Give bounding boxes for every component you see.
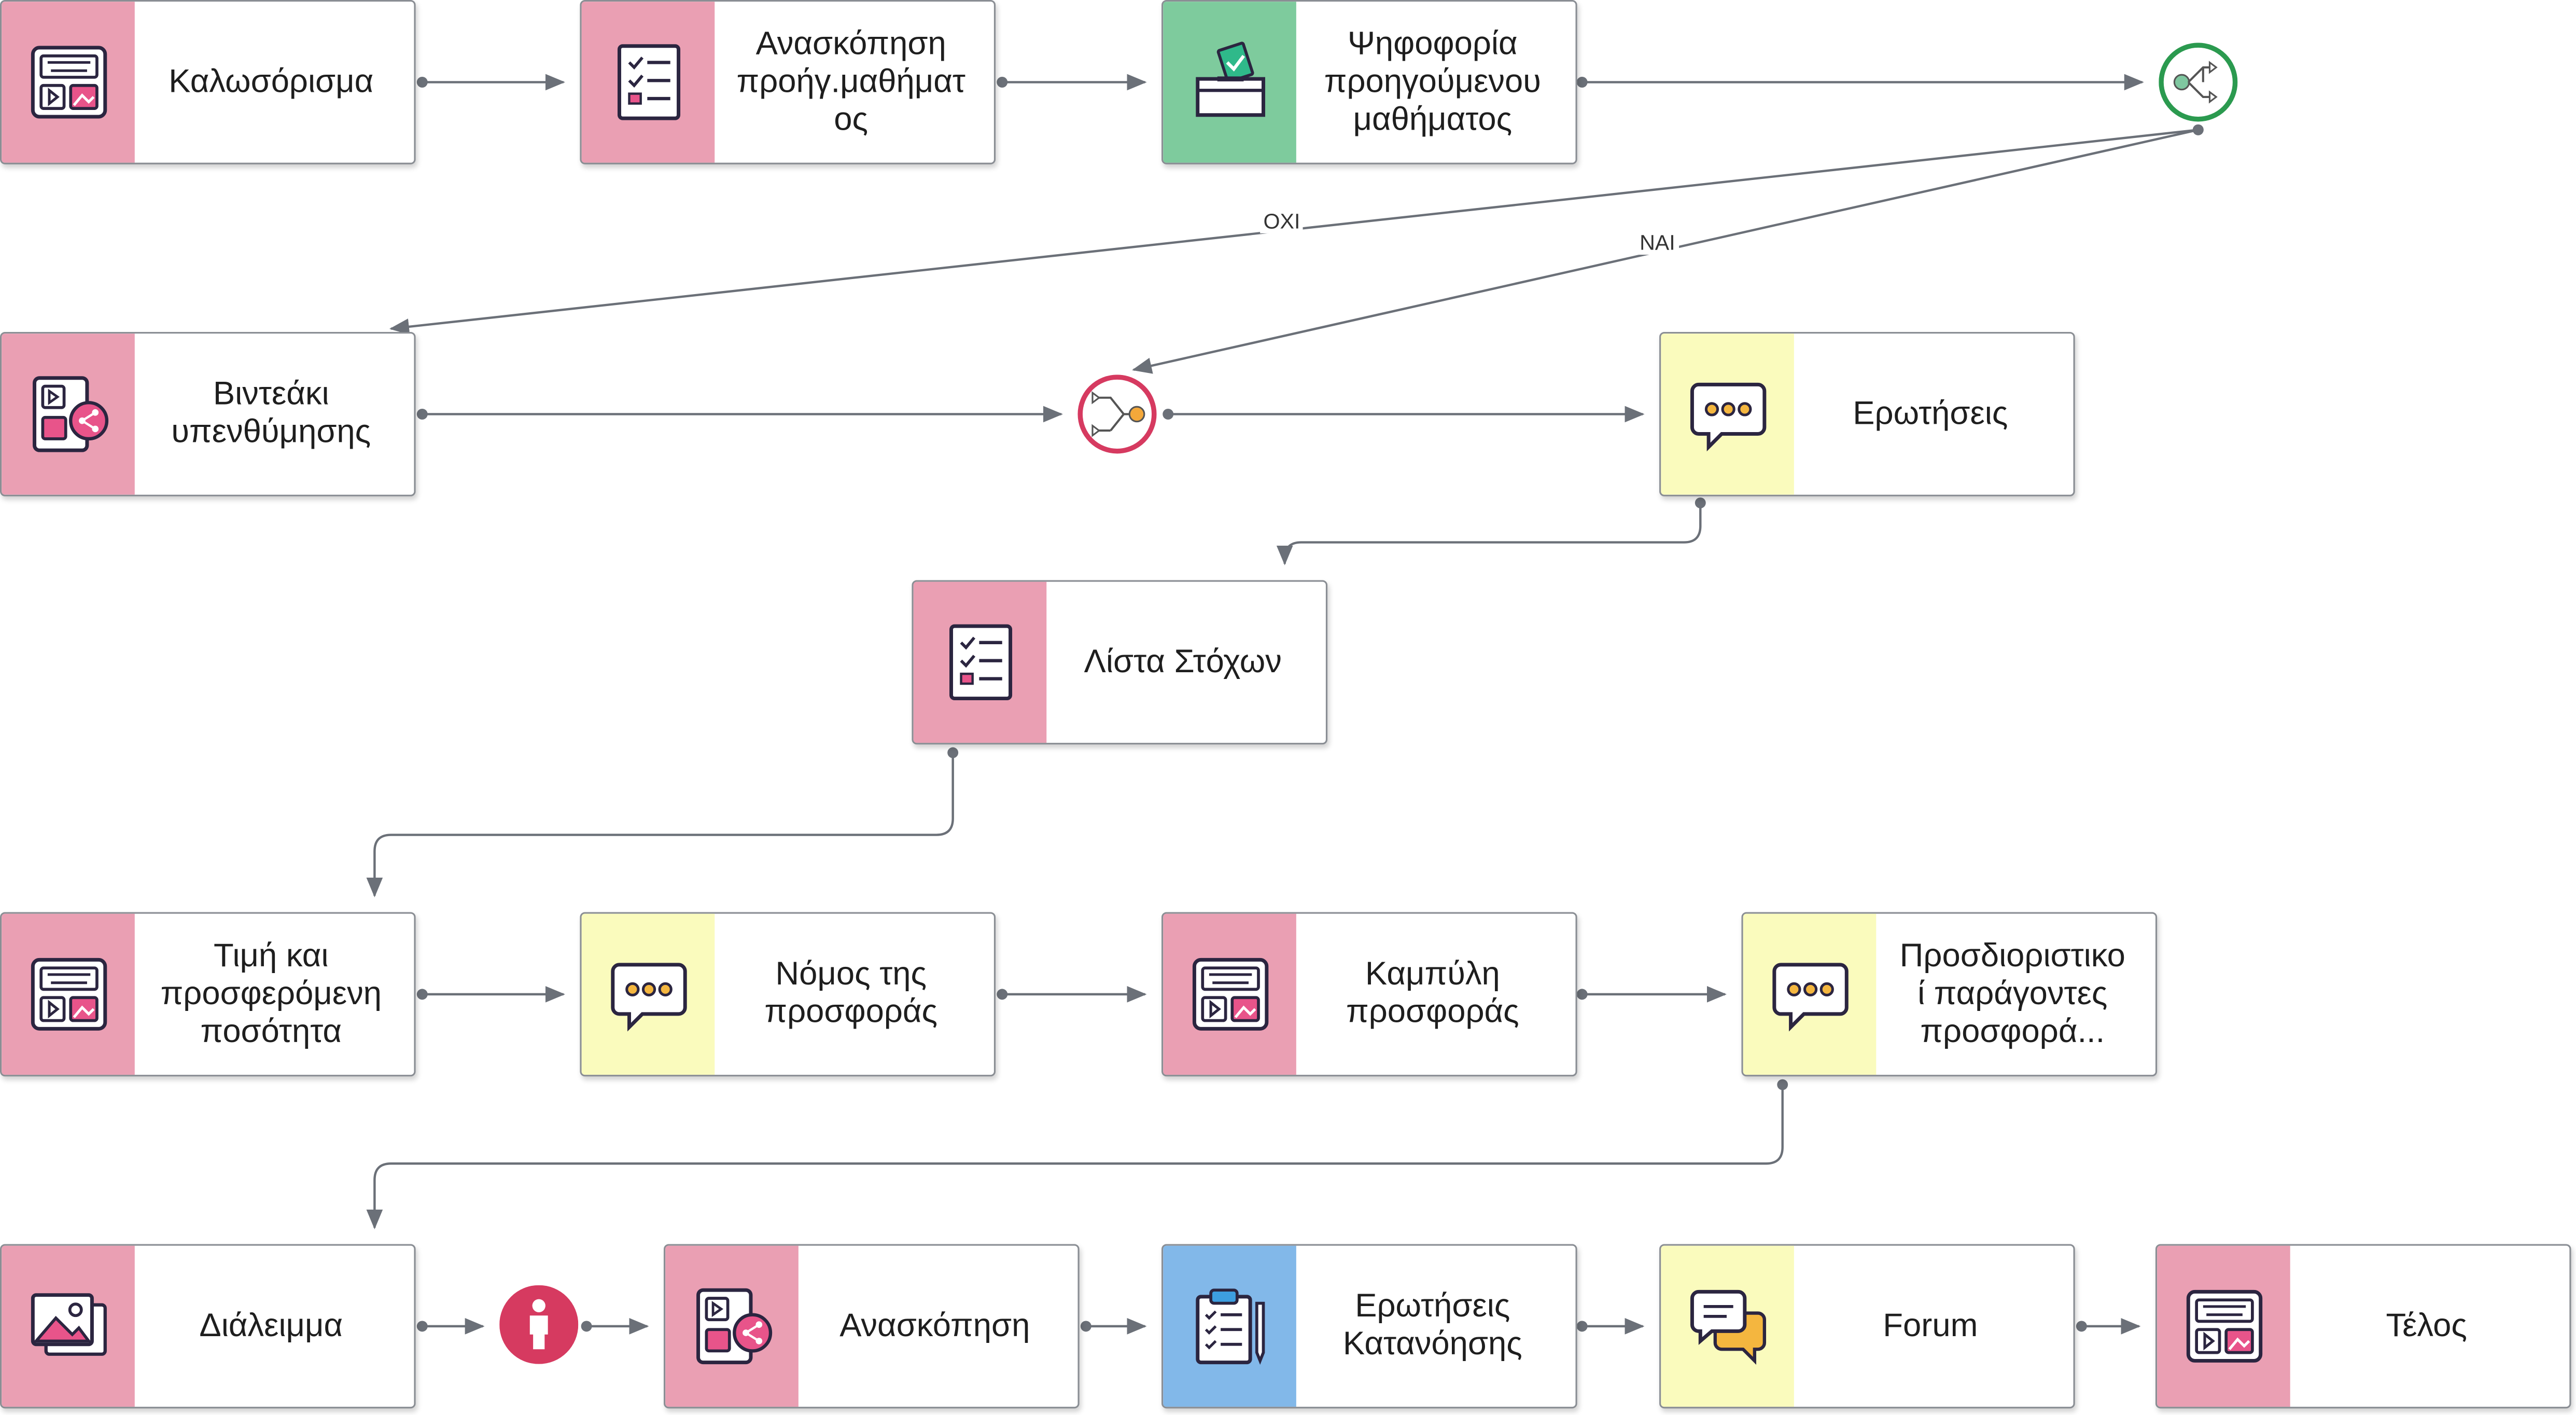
presentation-icon <box>2181 1284 2266 1369</box>
node-end-label: Τέλος <box>2386 1307 2467 1344</box>
node-break[interactable]: Διάλειμμα <box>0 1244 416 1409</box>
checklist-icon <box>937 619 1023 705</box>
chat-bubble-icon <box>606 952 691 1037</box>
node-supply-curve-band <box>1163 913 1296 1075</box>
node-welcome-label: Καλωσόρισμα <box>169 63 374 100</box>
node-comprehension-questions[interactable]: Ερωτήσεις Κατανόησης <box>1161 1244 1577 1409</box>
node-reminder-video-label: Βιντεάκι υπενθύμησης <box>171 376 371 451</box>
split-gate[interactable] <box>2159 43 2238 122</box>
share-media-icon <box>689 1284 775 1369</box>
node-previous-vote[interactable]: Ψηφοφορία πρoηγούμενου μαθήματος <box>1161 0 1577 164</box>
node-questions-band <box>1661 334 1794 495</box>
node-questions[interactable]: Ερωτήσεις <box>1659 332 2075 496</box>
share-media-icon <box>25 371 111 457</box>
merge-gate[interactable] <box>1077 374 1157 454</box>
edge-questions-goals[interactable] <box>1276 497 1706 565</box>
split-gate-icon <box>2159 43 2238 130</box>
presentation-icon <box>25 952 111 1037</box>
node-reminder-video[interactable]: Βιντεάκι υπενθύμησης <box>0 332 416 496</box>
node-law-of-supply[interactable]: Νόμος της προσφοράς <box>580 912 996 1077</box>
checklist-icon <box>606 39 691 125</box>
node-forum-band <box>1661 1245 1794 1407</box>
node-supply-curve-label: Καμπύλη προσφοράς <box>1346 956 1519 1031</box>
node-review-label: Ανασκόπηση <box>839 1307 1030 1344</box>
node-end-band <box>2157 1245 2290 1407</box>
image-icon <box>25 1284 111 1369</box>
node-welcome[interactable]: Καλωσόρισμα <box>0 0 416 164</box>
discussion-icon <box>1685 1284 1770 1369</box>
person-gate[interactable] <box>499 1285 579 1364</box>
clipboard-checklist-icon <box>1187 1284 1272 1369</box>
node-reminder-video-band <box>2 334 135 495</box>
node-price-quantity[interactable]: Τιμή και προσφερόμενη ποσότητα <box>0 912 416 1077</box>
node-questions-label: Ερωτήσεις <box>1853 395 2008 432</box>
edge-goals-price[interactable] <box>366 747 959 897</box>
node-review-previous-label: Ανασκόπηση προήγ.μαθήματ ος <box>736 25 965 137</box>
node-supply-curve[interactable]: Καμπύλη προσφοράς <box>1161 912 1577 1077</box>
node-supply-determinants[interactable]: Προσδιοριστικο ί παράγοντες προσφορά... <box>1741 912 2158 1077</box>
node-review[interactable]: Ανασκόπηση <box>664 1244 1080 1409</box>
node-break-band <box>2 1245 135 1407</box>
presentation-icon <box>25 39 111 125</box>
node-law-of-supply-band <box>581 913 715 1075</box>
node-price-quantity-label: Τιμή και προσφερόμενη ποσότητα <box>160 937 382 1050</box>
node-comprehension-questions-label: Ερωτήσεις Κατανόησης <box>1342 1288 1522 1363</box>
node-price-quantity-band <box>2 913 135 1075</box>
edge-determinants-break[interactable] <box>366 1079 1788 1229</box>
presentation-icon <box>1187 952 1272 1037</box>
node-end[interactable]: Τέλος <box>2155 1244 2571 1409</box>
node-forum-label: Forum <box>1883 1307 1978 1344</box>
node-review-previous-band <box>581 2 715 163</box>
ballot-box-icon <box>1187 39 1272 125</box>
chat-bubble-icon <box>1685 371 1770 457</box>
person-icon <box>499 1285 579 1372</box>
node-forum[interactable]: Forum <box>1659 1244 2075 1409</box>
edge-label-no: ΟΧΙ <box>1260 210 1304 233</box>
node-previous-vote-band <box>1163 2 1296 163</box>
node-goals-list-label: Λίστα Στόχων <box>1084 643 1282 680</box>
node-comprehension-questions-band <box>1163 1245 1296 1407</box>
node-goals-list-band <box>913 581 1047 743</box>
node-goals-list[interactable]: Λίστα Στόχων <box>912 580 1328 745</box>
edge-label-yes: ΝΑΙ <box>1636 231 1679 255</box>
node-law-of-supply-label: Νόμος της προσφοράς <box>764 956 938 1031</box>
node-previous-vote-label: Ψηφοφορία πρoηγούμενου μαθήματος <box>1324 25 1541 137</box>
node-review-band <box>665 1245 799 1407</box>
node-review-previous[interactable]: Ανασκόπηση προήγ.μαθήματ ος <box>580 0 996 164</box>
node-welcome-band <box>2 2 135 163</box>
merge-gate-icon <box>1077 374 1157 462</box>
node-supply-determinants-label: Προσδιοριστικο ί παράγοντες προσφορά... <box>1899 937 2125 1050</box>
node-supply-determinants-band <box>1743 913 1877 1075</box>
node-break-label: Διάλειμμα <box>199 1307 343 1344</box>
chat-bubble-icon <box>1767 952 1853 1037</box>
